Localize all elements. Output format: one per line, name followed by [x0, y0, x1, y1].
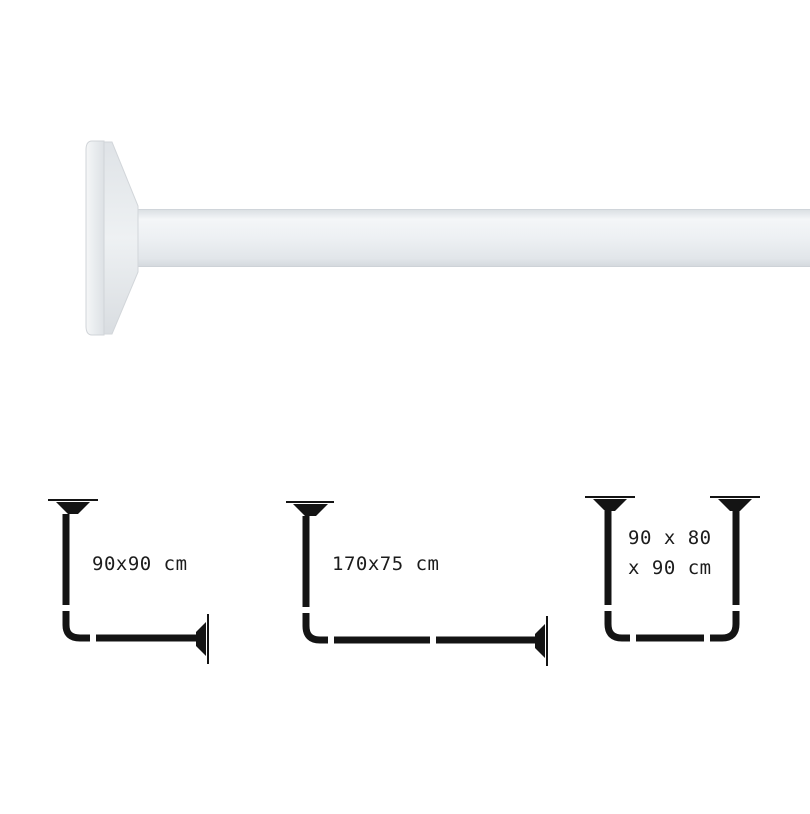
u-shaped-rod-icon [585, 496, 760, 642]
dimension-label-u-shape-line2: x 90 cm [628, 557, 712, 579]
l-shaped-rod-icon [48, 499, 209, 664]
dimension-label-l-shape-small: 90x90 cm [92, 553, 188, 575]
flange-cone [99, 141, 139, 335]
dimension-label-l-shape-large: 170x75 cm [332, 553, 440, 575]
shower-rod-with-wall-flange-icon [85, 140, 810, 336]
dimension-label-u-shape-line1: 90 x 80 [628, 527, 712, 549]
l-shaped-rod-icon [286, 501, 548, 666]
flange-plate [85, 140, 105, 336]
rod-tube [128, 209, 810, 267]
